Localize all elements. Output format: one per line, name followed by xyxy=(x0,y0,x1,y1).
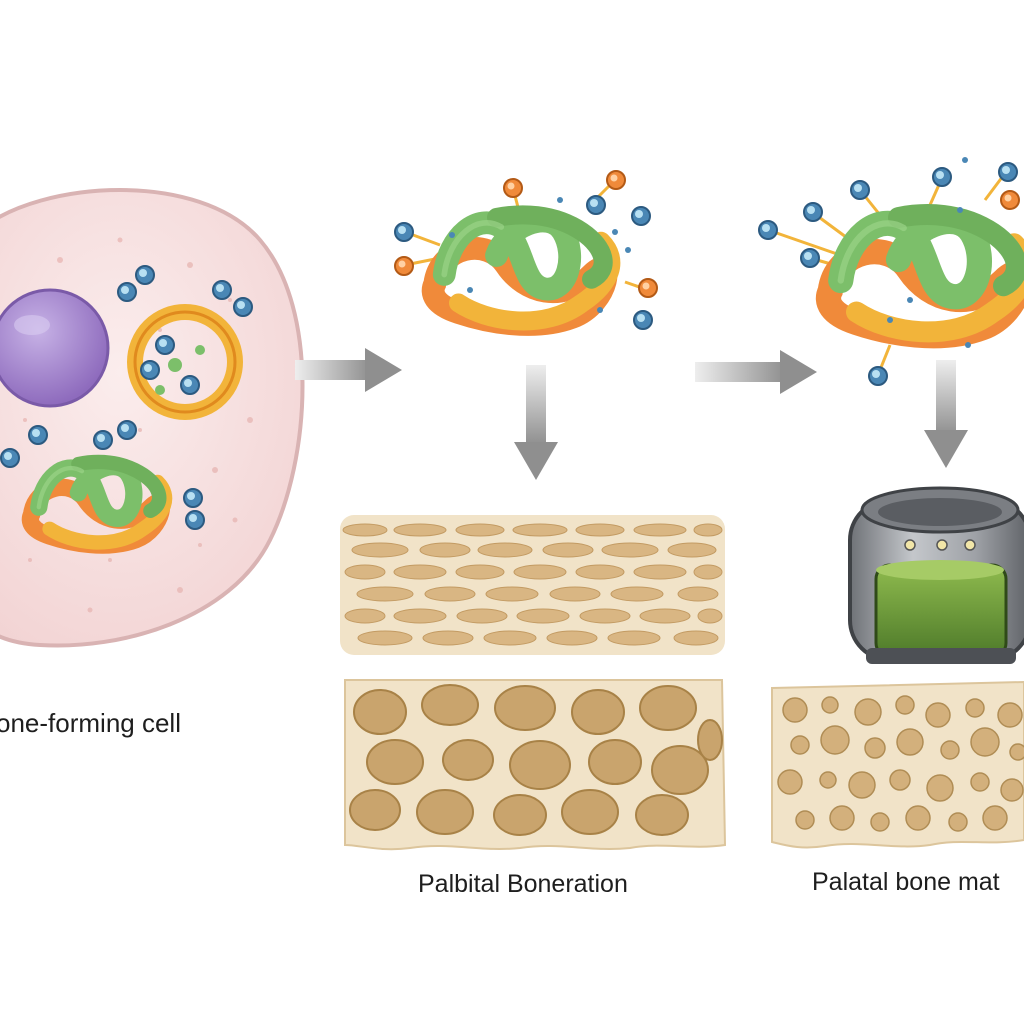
vesicle-molecules xyxy=(140,335,205,395)
porous-bone xyxy=(344,679,727,851)
protein-complex xyxy=(394,170,658,329)
nucleus xyxy=(0,288,110,408)
bone-matrix xyxy=(771,680,1024,849)
cell-label: one-forming cell xyxy=(0,708,181,738)
arrow-icon xyxy=(924,360,968,468)
scaffold-container-icon xyxy=(848,486,1024,664)
matrix-label: Palatal bone mat xyxy=(812,868,1000,896)
arrow-icon xyxy=(514,365,558,480)
bone-layers xyxy=(340,515,725,655)
protein-complex xyxy=(758,157,1024,386)
regeneration-label: Palbital Boneration xyxy=(418,870,628,898)
bone-forming-cell xyxy=(0,188,305,648)
arrow-icon xyxy=(695,350,817,394)
arrow-icon xyxy=(295,348,402,392)
